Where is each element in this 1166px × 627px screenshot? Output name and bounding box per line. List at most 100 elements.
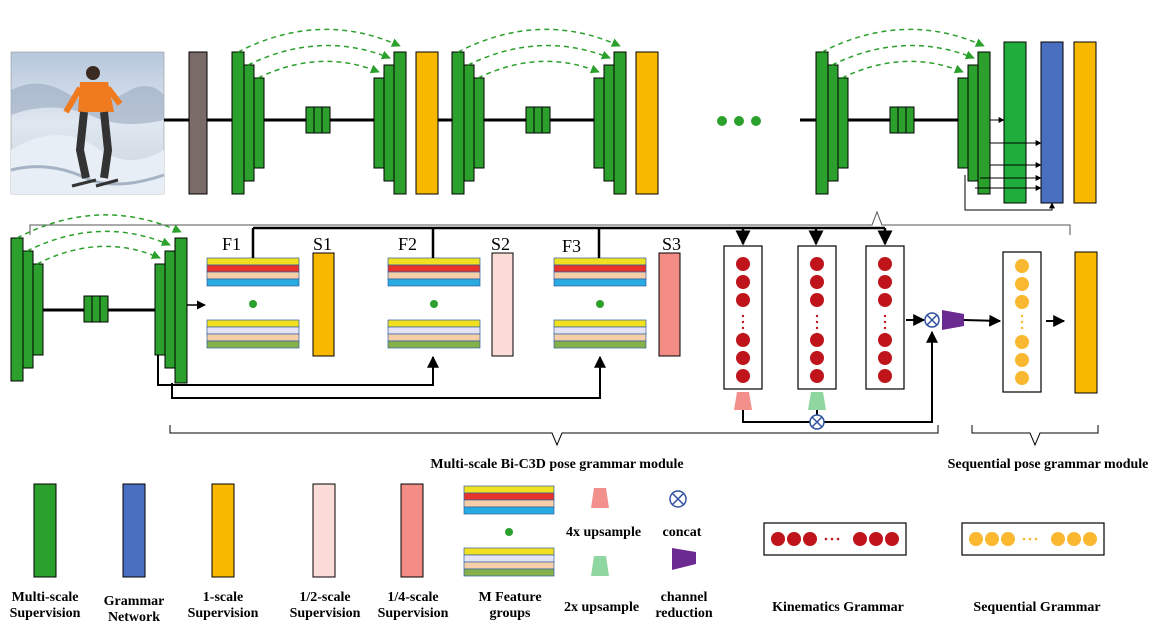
svg-text:1-scale: 1-scale [203,590,243,605]
joint-node [810,257,824,271]
bi-c3d-module-label: Multi-scale Bi-C3D pose grammar module [430,457,683,472]
legend-quarter-scale-line2: Supervision [378,606,449,621]
joint-node [810,369,824,383]
legend-quarter-scale-line1: 1/4-scale [387,590,438,605]
feature-band [206,264,300,273]
joint-node [878,333,892,347]
feature-band [463,506,555,515]
svg-text:1/2-scale: 1/2-scale [299,590,350,605]
legend-half-scale-swatch [312,483,336,578]
final-one-scale-supervision [1073,41,1097,204]
feature-groups-f3 [553,257,647,349]
label-s1: S1 [313,234,332,254]
stem-block [188,51,208,195]
legend-feature-line1: M Feature [478,590,541,605]
legend-upsample4x-icon [591,488,609,508]
feature-groups-f2 [387,257,481,349]
upsample4x-icon [734,392,752,410]
svg-text:Network: Network [108,610,160,625]
feature-band [553,278,647,287]
legend-reduction-icon [672,548,696,570]
label-s3: S3 [662,234,681,254]
svg-text:Supervision: Supervision [188,606,259,621]
feature-band [206,319,300,328]
feature-band [553,333,647,342]
sequence-node [1015,277,1029,291]
joint-node [810,293,824,307]
feature-band [387,271,481,280]
feature-band [553,326,647,335]
joint-ellipsis [883,326,887,330]
feature-band [387,326,481,335]
legend-grammar-swatch [122,483,146,578]
joint-node [736,333,750,347]
label-f2: F2 [398,234,417,254]
feature-band [463,485,555,494]
svg-text:Supervision: Supervision [290,606,361,621]
joint-ellipsis [741,326,745,330]
legend-reduction-line1: channel [661,590,708,605]
joint-node [878,293,892,307]
sequence-ellipsis [1020,326,1024,330]
legend-kinematics-label: Kinematics Grammar [772,600,904,615]
sequential-module-label: Sequential pose grammar module [948,457,1149,472]
joint-node [736,369,750,383]
joint-node [878,257,892,271]
hourglass-module-3 [816,29,990,194]
feature-band [463,568,555,577]
legend-node [1067,532,1081,546]
skier-photo [10,51,165,195]
feature-band [206,271,300,280]
multiscale-supervision-output [1003,41,1027,204]
label-f1: F1 [222,234,241,254]
feature-band [206,257,300,266]
feature-band [387,333,481,342]
feature-band [463,554,555,563]
legend-upsample4x-label: 4x upsample [566,525,641,540]
joint-node [736,293,750,307]
feature-band [553,264,647,273]
feature-band [553,319,647,328]
feature-band [387,278,481,287]
sequence-ellipsis [1020,320,1024,324]
feature-groups-f1 [206,257,300,349]
legend-multiscale-line2: Supervision [10,606,81,621]
legend-feature-line2: groups [490,606,532,621]
svg-text:M Feature: M Feature [478,590,541,605]
feature-band [553,257,647,266]
top-brace [29,210,1071,235]
sequence-node [1015,335,1029,349]
feature-band [206,278,300,287]
joint-node [810,275,824,289]
bottom-hourglass-module [10,214,188,384]
legend-quarter-scale-swatch [400,483,424,578]
legend-kinematics-swatch [763,522,907,556]
s2-half-scale-supervision [491,252,514,357]
legend-ellipsis [824,537,828,541]
ellipsis-dot [505,528,513,536]
upsample2x-icon [808,392,826,410]
legend-one-scale-line1: 1-scale [203,590,243,605]
svg-text:channel: channel [661,590,708,605]
svg-text:Multi-scale: Multi-scale [12,590,79,605]
feature-band [463,499,555,508]
legend-node [1083,532,1097,546]
joint-node [878,351,892,365]
ellipsis-dot [249,300,257,308]
legend-ellipsis [1034,537,1038,541]
legend-node [1001,532,1015,546]
legend-sequential-label: Sequential Grammar [973,600,1100,615]
feature-band [463,547,555,556]
one-scale-supervision-1 [415,51,439,195]
legend-reduction-line2: reduction [655,606,713,621]
joint-ellipsis [741,314,745,318]
legend-ellipsis [836,537,840,541]
legend-multiscale-swatch [33,483,57,578]
feature-band [206,333,300,342]
legend-node [853,532,867,546]
legend-grammar-line2: Network [108,610,160,625]
legend-node [803,532,817,546]
sequence-ellipsis [1020,314,1024,318]
sequential-output-supervision [1074,251,1098,394]
